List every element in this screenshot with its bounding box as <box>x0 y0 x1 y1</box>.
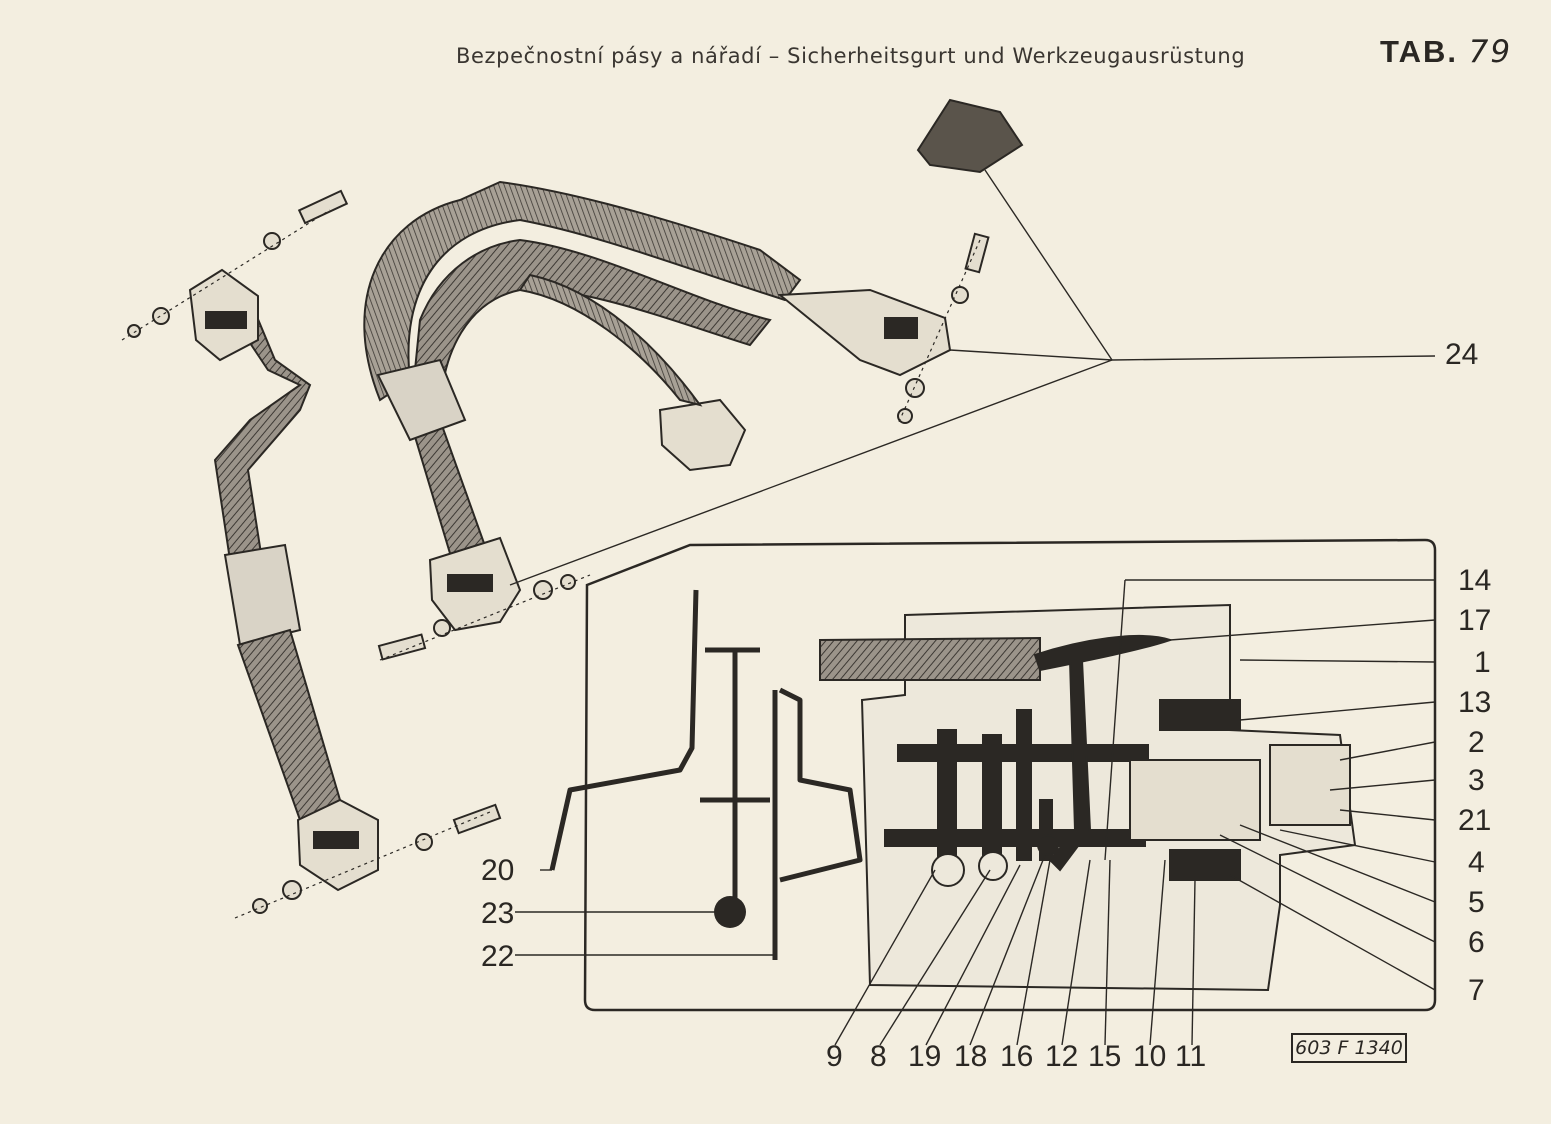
callout-14: 14 <box>1458 564 1491 597</box>
table-number: TAB. 79 <box>1380 34 1512 70</box>
jack-and-crank <box>549 589 863 960</box>
wrenches <box>931 659 1092 887</box>
callout-15: 15 <box>1088 1040 1121 1073</box>
toolkit-frame <box>583 538 1437 1012</box>
callout-19: 19 <box>908 1040 941 1073</box>
callout-11: 11 <box>1175 1040 1206 1073</box>
seat-belt-left <box>188 268 379 892</box>
callout-8: 8 <box>870 1040 887 1073</box>
callout-16: 16 <box>1000 1040 1033 1073</box>
callout-21: 21 <box>1458 804 1491 837</box>
fasteners <box>127 189 990 914</box>
drawing-code: 603 F 1340 <box>1291 1033 1407 1063</box>
callout-9: 9 <box>826 1040 843 1073</box>
toolkit-leaders <box>515 579 1436 1046</box>
callout-20: 20 <box>481 854 514 887</box>
callout-18: 18 <box>954 1040 987 1073</box>
callout-23: 23 <box>481 897 514 930</box>
callout-2: 2 <box>1468 726 1485 759</box>
callout-6: 6 <box>1468 926 1485 959</box>
jack-handwheel <box>714 896 746 928</box>
seat-belt-arched <box>363 180 952 632</box>
callout-7: 7 <box>1468 974 1485 1007</box>
callout-24: 24 <box>1445 338 1478 371</box>
callout-1: 1 <box>1474 646 1491 679</box>
callout-24-leaders <box>509 169 1436 586</box>
callout-5: 5 <box>1468 886 1485 919</box>
callout-13: 13 <box>1458 686 1491 719</box>
assembly-lines <box>121 209 981 919</box>
belt-anchor-cover <box>916 98 1024 174</box>
page-title: Bezpečnostní pásy a nářadí – Sicherheits… <box>456 44 1246 68</box>
callout-22: 22 <box>481 940 514 973</box>
callout-3: 3 <box>1468 764 1485 797</box>
callout-labels: 24 14 17 1 13 2 3 21 4 5 6 7 20 23 22 9 … <box>481 338 1491 1073</box>
tab-number: 79 <box>1468 34 1513 70</box>
callout-17: 17 <box>1458 604 1491 637</box>
callout-12: 12 <box>1045 1040 1078 1073</box>
callout-4: 4 <box>1468 846 1485 879</box>
tab-prefix: TAB. <box>1380 34 1459 69</box>
callout-10: 10 <box>1133 1040 1166 1073</box>
